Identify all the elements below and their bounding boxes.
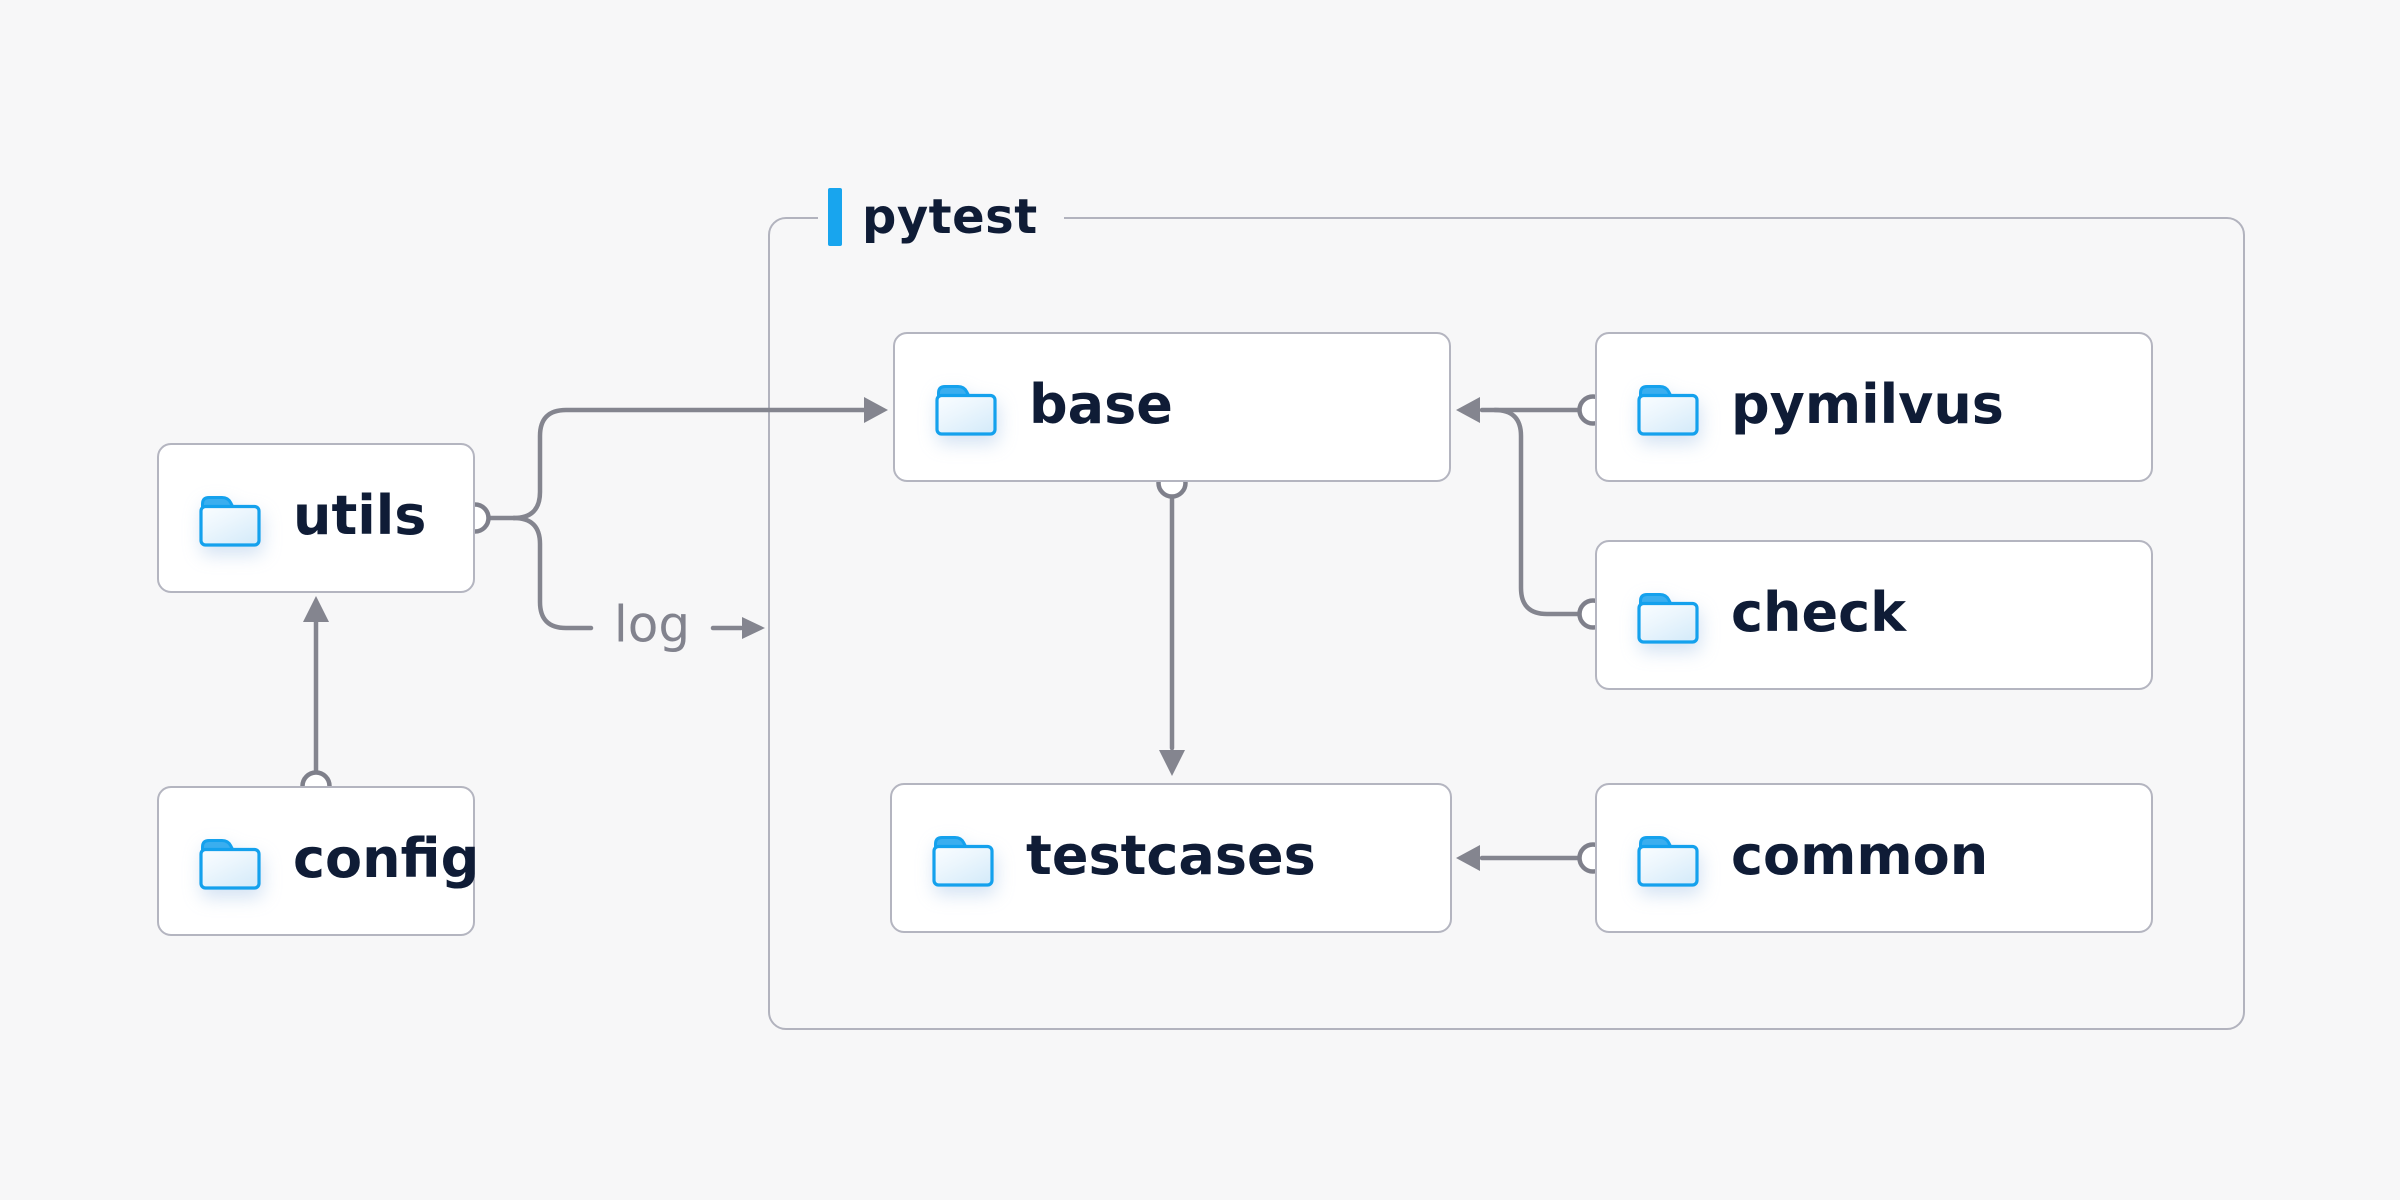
folder-icon [935,384,997,436]
node-label: common [1731,824,1989,887]
node-label: config [293,827,480,890]
pytest-container-title: pytest [862,189,1038,245]
arrowhead-into-utils [303,596,329,622]
node-label: pymilvus [1731,373,2004,436]
arrowhead-log [742,617,765,639]
folder-icon [1637,384,1699,436]
node-check: check [1595,540,2153,690]
edge-utils-log [511,515,594,631]
node-common: common [1595,783,2153,933]
folder-icon [1637,835,1699,887]
node-label: testcases [1026,824,1316,887]
node-pymilvus: pymilvus [1595,332,2153,482]
folder-icon [1637,592,1699,644]
node-label: utils [293,484,427,547]
folder-icon [199,838,261,890]
node-label: base [1029,373,1173,436]
node-base: base [893,332,1451,482]
folder-icon [199,495,261,547]
pytest-container-label: pytest [818,184,1064,250]
folder-icon [932,835,994,887]
pytest-container: pytest [768,184,2245,1030]
accent-bar [828,188,842,246]
node-label: check [1731,581,1906,644]
node-testcases: testcases [890,783,1452,933]
edge-label-log: log [613,595,691,654]
node-utils: utils [157,443,475,593]
node-config: config [157,786,479,936]
